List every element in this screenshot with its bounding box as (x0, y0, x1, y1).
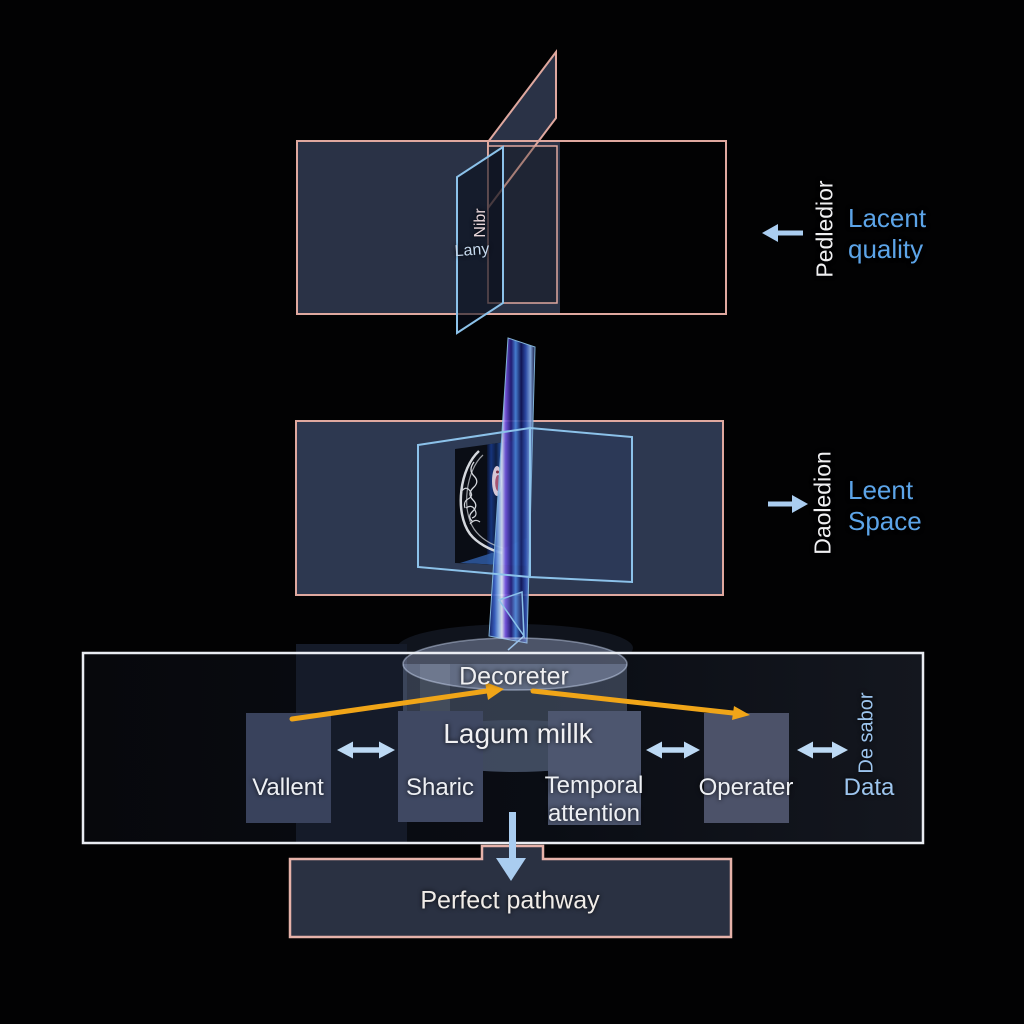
orange-arrow-left-icon (289, 682, 504, 722)
decoder-title: Decoreter (459, 662, 569, 691)
cylinder-label: Lagum millk (443, 718, 593, 749)
decoder-panel (81, 637, 925, 845)
plane-vertical-label: Nibr (472, 208, 489, 238)
module-label-sharic: Sharic (405, 774, 475, 801)
left-arrow-icon (762, 224, 803, 242)
latent-quality-caption: Lacent quality (848, 203, 926, 265)
footer-label: Perfect pathway (420, 886, 600, 915)
data-vertical-label: De sabor (855, 692, 878, 774)
module-label-operater: Operater (698, 774, 794, 801)
double-arrow-icon (646, 741, 700, 759)
plane-label: Lany (454, 240, 490, 261)
module-box-vallent (246, 713, 331, 823)
orange-arrow-right-icon (530, 688, 750, 720)
blue-plane-left (417, 426, 531, 579)
blue-plane-top (456, 145, 504, 335)
caption-line: quality (848, 234, 924, 264)
striped-band (488, 337, 536, 644)
module-box-temporal (548, 711, 641, 825)
footer-box (288, 844, 733, 939)
caption-line: Lacent (848, 203, 927, 233)
data-label: Data (843, 774, 895, 801)
right-arrow-icon (768, 495, 808, 513)
blue-plane-right (529, 426, 633, 584)
pixel-space-panel (296, 49, 727, 335)
decoder-frame (81, 651, 925, 845)
caption-line: Space (848, 506, 922, 536)
middle-flow-vertical-label: Daoledion (809, 451, 836, 555)
caption-line: Leent (848, 475, 914, 505)
down-arrow-icon (496, 812, 526, 881)
top-flow-vertical-label: Pedledior (811, 180, 838, 278)
band-fold (497, 590, 525, 639)
outer-frame-top (296, 140, 727, 315)
module-box-sharic (398, 711, 483, 822)
latent-space-panel (295, 337, 724, 672)
module-label-temporal: Temporal attention (544, 772, 644, 827)
module-box-operater (704, 713, 789, 823)
latent-space-caption: Leent Space (848, 475, 922, 537)
double-arrow-icon (337, 741, 395, 759)
module-label-vallent: Vallent (252, 774, 324, 801)
scribble (469, 461, 478, 523)
dish-arc (459, 450, 503, 555)
double-arrow-icon (797, 741, 848, 759)
